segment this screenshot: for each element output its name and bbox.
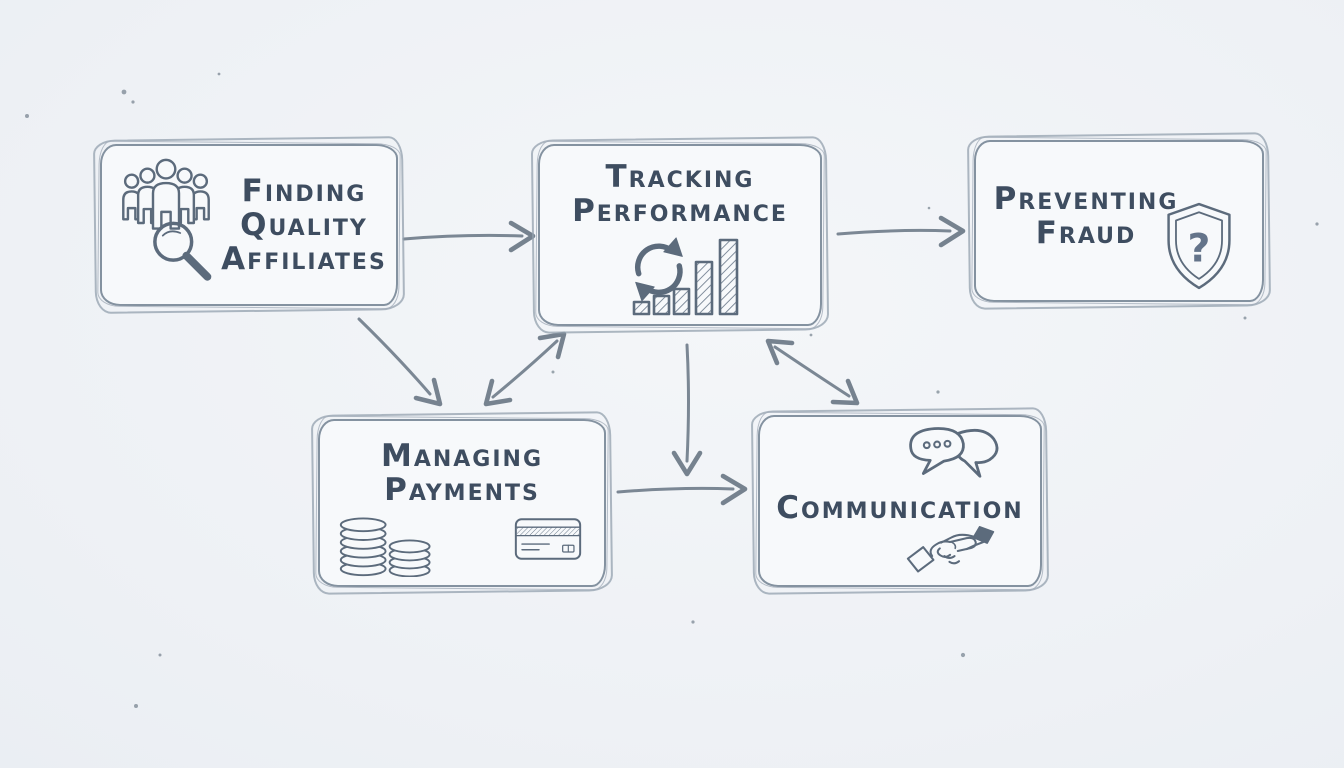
chat-bubbles-icon xyxy=(909,427,999,478)
people-group-icon xyxy=(122,158,210,230)
handshake-icon xyxy=(906,526,995,573)
label-line: Finding xyxy=(241,172,367,209)
node-tracking-performance: Tracking Performance xyxy=(538,144,822,326)
node-communication: Communication xyxy=(758,415,1042,587)
label-line: Fraud xyxy=(1035,215,1137,252)
label-line: Quality xyxy=(240,206,368,243)
arrow-tracking-to-preventing xyxy=(836,215,966,248)
arrow-tracking-down xyxy=(671,343,703,477)
node-preventing-fraud: Preventing Fraud ? xyxy=(974,140,1264,302)
node-label: Finding Quality Affiliates xyxy=(218,146,390,304)
label-line: Communication xyxy=(776,490,1024,526)
shield-question-icon: ? xyxy=(1167,202,1231,290)
label-line: Managing xyxy=(380,438,544,474)
node-managing-payments: Managing Payments xyxy=(318,419,606,587)
refresh-cycle-icon xyxy=(634,237,683,302)
label-line: Affiliates xyxy=(221,241,387,278)
node-finding-quality-affiliates: Finding Quality Affiliates xyxy=(100,144,398,306)
node-label: Communication xyxy=(760,491,1040,525)
node-label: Managing Payments xyxy=(320,439,604,507)
magnifier-icon xyxy=(153,221,212,281)
label-line: Payments xyxy=(384,472,540,509)
question-mark-glyph: ? xyxy=(1188,226,1211,272)
arrow-managing-to-communication xyxy=(616,473,748,506)
arrow-managing-tracking-bidirectional xyxy=(483,331,567,407)
bar-chart-icon xyxy=(632,238,739,316)
credit-card-icon xyxy=(514,518,582,560)
arrow-tracking-communication-bidirectional xyxy=(765,338,860,406)
node-label: Tracking Performance xyxy=(540,160,820,228)
label-line: Preventing xyxy=(993,181,1179,217)
coin-stacks-icon xyxy=(339,517,431,577)
label-line: Tracking xyxy=(605,159,755,195)
arrow-finding-to-tracking xyxy=(402,220,536,253)
arrow-finding-to-managing xyxy=(357,317,443,407)
node-label: Preventing Fraud xyxy=(986,182,1186,250)
label-line: Performance xyxy=(572,193,788,230)
